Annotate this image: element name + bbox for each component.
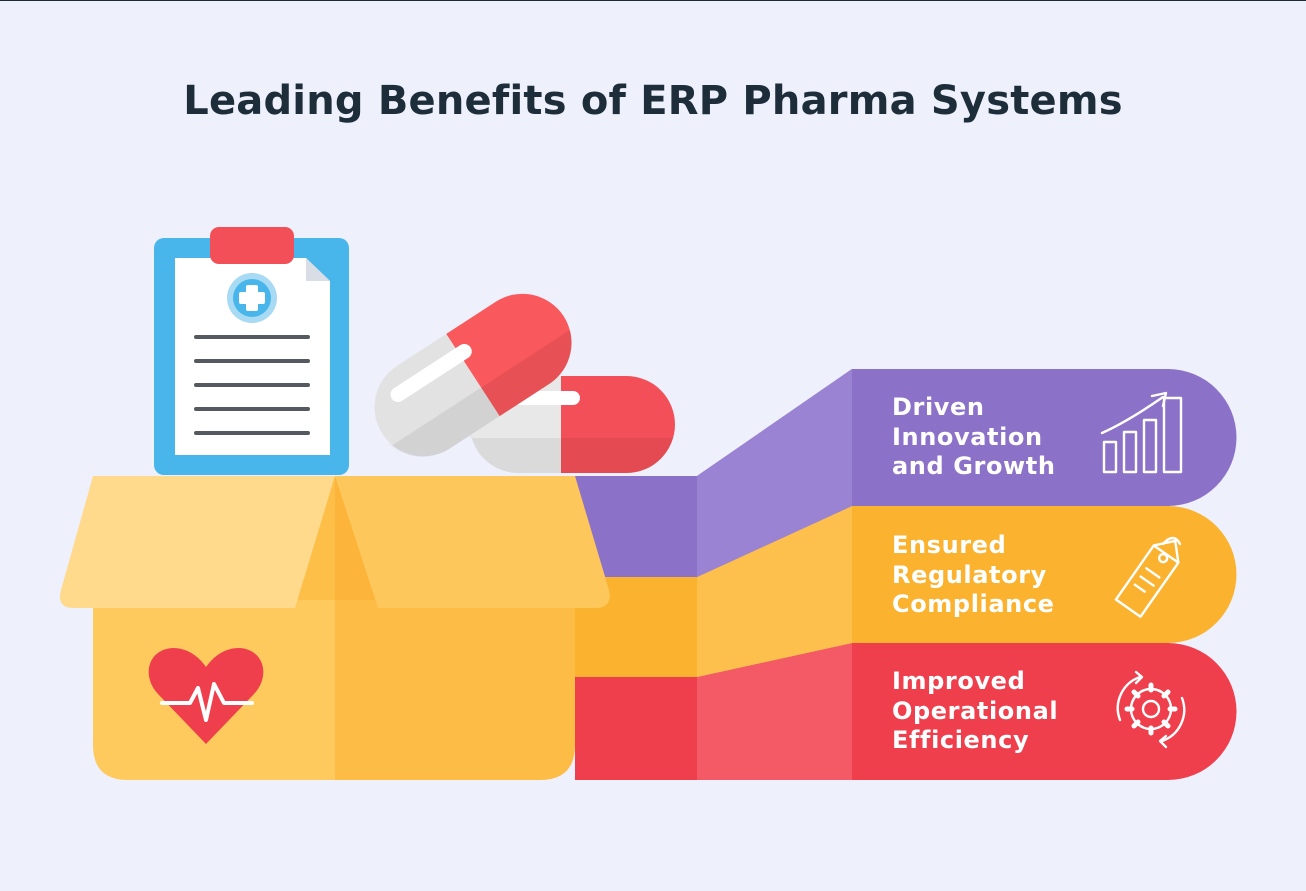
cardboard-box [59,476,610,780]
benefit-label-efficiency: Improved Operational Efficiency [892,667,1059,754]
gear-cycle-icon [1116,670,1186,749]
top-border [0,0,1306,1]
clipboard [154,227,349,475]
page-title: Leading Benefits of ERP Pharma Systems [183,78,1123,124]
clipboard-lines [194,335,310,435]
medical-cross-icon [227,273,277,323]
ribbon-purple-pill [852,369,1237,506]
capsule-pill-front [374,293,572,457]
ribbon-orange-fold [697,506,852,677]
heart-pulse-icon [148,648,264,744]
ribbon-purple-fold [697,369,852,577]
benefit-label-innovation: Driven Innovation and Growth [892,393,1056,480]
tag-icon [1114,536,1182,618]
growth-chart-icon [1100,391,1183,474]
ribbon-red-fold [697,643,852,780]
benefit-label-compliance: Ensured Regulatory Compliance [892,531,1055,618]
ribbon-bands [575,369,1237,780]
ribbon-orange-pill [852,506,1237,643]
